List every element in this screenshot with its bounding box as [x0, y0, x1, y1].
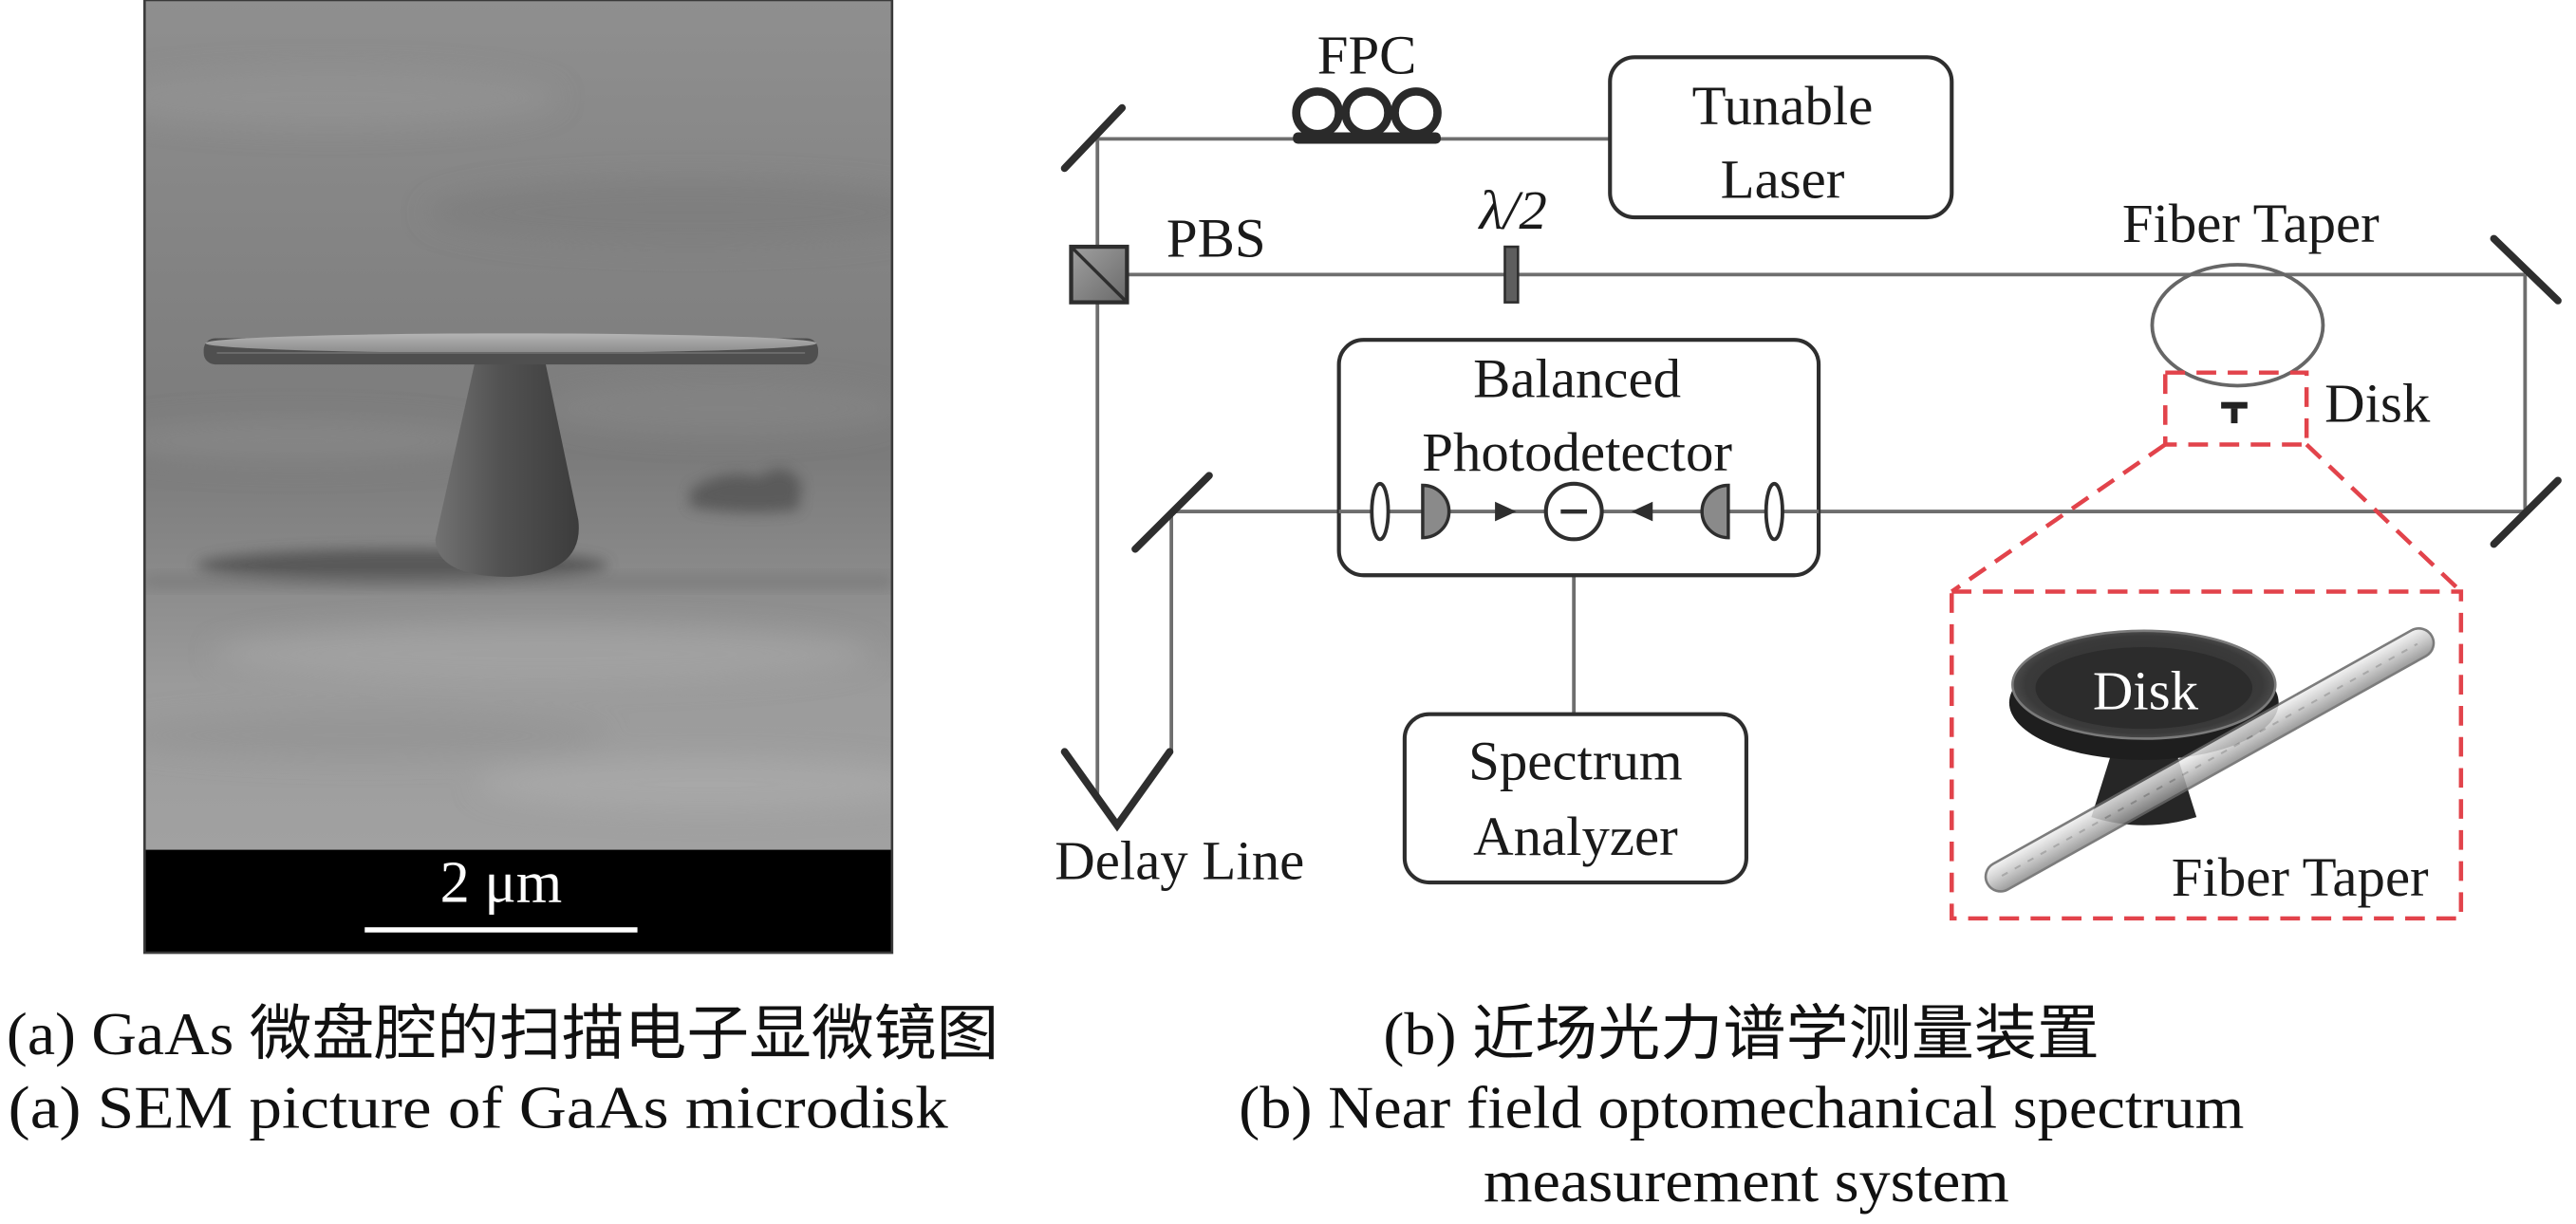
delay-line-label: Delay Line	[1055, 830, 1304, 892]
fpc-coils	[1292, 87, 1442, 144]
inset-disk-inner	[2035, 647, 2253, 730]
spectrum-analyzer-label-line1: Spectrum	[1468, 731, 1682, 792]
tunable-laser-box	[1608, 55, 1954, 220]
mirror-bottom-right	[2490, 476, 2562, 548]
disk-symbol	[2221, 401, 2248, 424]
inset-fiber-taper-label: Fiber Taper	[2172, 846, 2429, 908]
balanced-photodetector-label-line2: Photodetector	[1422, 421, 1732, 483]
spectrum-analyzer-label-line2: Analyzer	[1473, 806, 1678, 867]
lens-right	[1764, 481, 1784, 542]
balanced-photodetector-label-line1: Balanced	[1473, 348, 1681, 410]
lens-left	[1370, 481, 1391, 542]
mirror-bottom-left	[1131, 472, 1213, 553]
photodiode-left	[1421, 483, 1451, 540]
caption-a-cn: (a) GaAs 微盘腔的扫描电子显微镜图	[7, 1000, 999, 1067]
half-wave-plate-label: λ/2	[1477, 179, 1546, 241]
caption-a-en: (a) SEM picture of GaAs microdisk	[9, 1074, 948, 1141]
mirror-top-left	[1060, 103, 1127, 173]
inset-connector-left	[1950, 442, 2167, 594]
tunable-laser-label-line1: Tunable	[1692, 75, 1874, 137]
arrow-right-icon	[1495, 501, 1517, 522]
inset-fiber-taper	[1984, 627, 2436, 893]
pbs-label: PBS	[1167, 208, 1266, 269]
sem-microdisk	[203, 333, 818, 365]
inset: Disk Fiber Taper	[1950, 589, 2464, 921]
arrow-left-icon	[1631, 501, 1653, 522]
setup-diagram: FPC Tunable Laser PBS λ/2 Fiber Taper Di…	[1055, 25, 2562, 921]
caption-b-cn: (b) 近场光力谱学测量装置	[1383, 1000, 2100, 1067]
sem-image: 2 μm	[144, 0, 892, 954]
fiber-taper-loop	[2150, 263, 2325, 388]
spectrum-analyzer-box	[1402, 712, 1748, 885]
sem-frame	[143, 0, 894, 955]
inset-disk-label: Disk	[2093, 660, 2199, 722]
disk-highlight-box	[2163, 370, 2309, 447]
mirror-top-right	[2490, 234, 2562, 305]
fpc-label: FPC	[1317, 25, 1417, 86]
inset-box	[1950, 589, 2464, 921]
inset-connector-right	[2305, 442, 2463, 594]
caption-b-en-line1: (b) Near field optomechanical spectrum	[1239, 1074, 2244, 1141]
sem-texture	[144, 68, 892, 811]
tunable-laser-label-line2: Laser	[1721, 149, 1845, 211]
caption-b-en-line2: measurement system	[1484, 1147, 2009, 1215]
scale-bar-label: 2 μm	[440, 851, 563, 916]
photodiode-right	[1700, 483, 1730, 540]
balanced-photodetector-box	[1336, 338, 1821, 578]
disk-label: Disk	[2324, 372, 2431, 434]
scale-bar-band	[144, 849, 892, 954]
delay-line-retroreflector	[1060, 748, 1174, 832]
fiber-taper-label: Fiber Taper	[2122, 193, 2380, 254]
half-wave-plate	[1503, 245, 1520, 304]
sem-pedestal	[435, 362, 579, 577]
pbs-diagonal	[1070, 245, 1129, 304]
